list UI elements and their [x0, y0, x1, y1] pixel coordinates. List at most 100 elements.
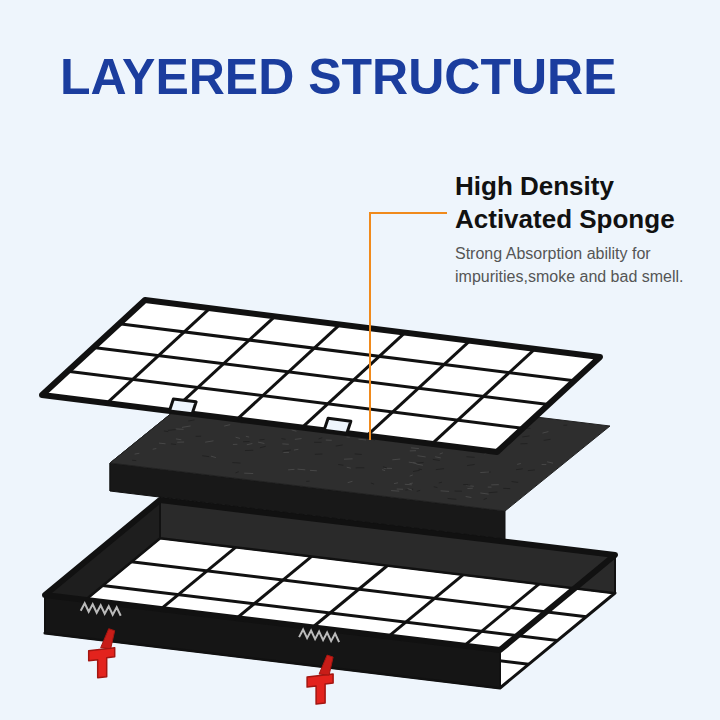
- sponge-texture: [348, 481, 353, 482]
- sponge-texture: [326, 440, 332, 441]
- sponge-texture: [294, 449, 298, 451]
- sponge-texture: [258, 442, 264, 443]
- sponge-texture: [408, 489, 412, 490]
- sponge-texture: [188, 420, 194, 421]
- sponge-texture: [411, 447, 419, 449]
- sponge-texture: [413, 470, 420, 471]
- frame-grid: [68, 371, 523, 428]
- sponge-texture: [441, 490, 449, 492]
- bottom-frame: [45, 500, 615, 704]
- sponge-texture: [306, 481, 309, 482]
- sponge-texture: [394, 482, 398, 484]
- sponge-texture: [528, 469, 535, 471]
- sponge-texture: [433, 459, 440, 460]
- sponge-texture: [544, 439, 551, 440]
- sponge-texture: [418, 456, 426, 457]
- sponge-texture: [233, 444, 237, 445]
- sponge-texture: [205, 441, 213, 442]
- sponge-texture: [520, 443, 527, 444]
- sponge-texture: [164, 430, 168, 432]
- sponge-texture: [235, 472, 238, 473]
- sponge-texture: [168, 429, 177, 431]
- frame-grid: [94, 348, 549, 405]
- sponge-texture: [542, 464, 547, 465]
- sponge-texture: [480, 471, 489, 473]
- sponge-texture: [384, 468, 392, 469]
- sponge-texture: [391, 490, 399, 492]
- sponge-texture: [466, 484, 470, 485]
- sponge-texture: [440, 453, 443, 454]
- sponge-texture: [298, 469, 306, 471]
- tray-rim: [45, 500, 615, 650]
- callout-heading: High Density Activated Sponge: [455, 170, 717, 235]
- sponge-texture: [409, 462, 416, 463]
- sponge-texture: [512, 481, 519, 483]
- sponge-texture: [563, 425, 567, 426]
- sponge-texture: [196, 436, 201, 437]
- sponge-texture: [356, 467, 365, 468]
- sponge-texture: [405, 489, 413, 491]
- sponge-texture: [135, 453, 140, 455]
- sponge-texture: [410, 475, 413, 476]
- sponge-texture: [413, 462, 417, 463]
- sponge-texture: [283, 450, 291, 451]
- sponge-texture: [159, 443, 166, 445]
- sponge-texture: [435, 457, 441, 458]
- sponge-texture: [176, 428, 184, 429]
- spring: [299, 630, 339, 643]
- sponge-texture: [480, 493, 488, 494]
- sponge-texture: [232, 462, 240, 464]
- sponge-texture: [397, 489, 403, 490]
- sponge-texture: [467, 488, 472, 489]
- sponge-texture: [547, 462, 553, 463]
- sponge-texture: [315, 453, 323, 454]
- sponge-texture: [392, 459, 400, 461]
- sponge-texture: [283, 452, 289, 453]
- callout-body: Strong Absorption ability for impurities…: [455, 242, 717, 288]
- sponge-texture: [153, 448, 157, 450]
- sponge-texture: [244, 473, 253, 474]
- sponge-texture: [466, 485, 474, 487]
- sponge-texture: [466, 456, 474, 458]
- sponge-texture: [347, 467, 351, 469]
- sponge-texture: [310, 470, 317, 471]
- sponge-texture: [517, 463, 521, 465]
- sponge-texture: [246, 436, 249, 438]
- sponge-texture: [383, 467, 387, 468]
- frame-notch: [324, 418, 351, 433]
- sponge-texture: [522, 436, 529, 437]
- frame-outline: [42, 300, 600, 452]
- sponge-texture: [259, 439, 264, 441]
- sponge-texture: [171, 443, 176, 445]
- sponge-texture: [243, 441, 249, 442]
- page-title: LAYERED STRUCTURE: [60, 50, 617, 105]
- sponge-texture: [467, 464, 475, 465]
- sponge-texture: [405, 484, 412, 486]
- sponge-texture: [292, 430, 297, 431]
- sponge-texture: [488, 487, 492, 488]
- sponge-texture: [347, 436, 350, 437]
- frame-notch: [169, 399, 196, 414]
- sponge-texture: [436, 468, 444, 470]
- sponge-texture: [418, 469, 421, 471]
- sponge-texture: [177, 442, 184, 443]
- sponge-texture: [417, 490, 420, 492]
- sponge-texture: [319, 438, 323, 439]
- frame-grid: [119, 324, 574, 381]
- sponge-texture: [439, 482, 442, 484]
- sponge-texture: [245, 450, 253, 451]
- sponge-texture: [410, 450, 416, 451]
- sponge-texture: [260, 446, 266, 447]
- sponge-texture: [182, 426, 191, 427]
- sponge-texture: [336, 445, 343, 446]
- sponge-texture: [358, 439, 366, 441]
- sponge-texture: [484, 498, 487, 499]
- release-clip: [307, 674, 333, 704]
- sponge-texture: [466, 496, 472, 498]
- sponge-texture: [416, 464, 422, 465]
- sponge-texture: [542, 432, 548, 433]
- sponge-texture: [338, 464, 343, 466]
- sponge-texture: [434, 486, 438, 488]
- sponge-texture: [281, 438, 285, 440]
